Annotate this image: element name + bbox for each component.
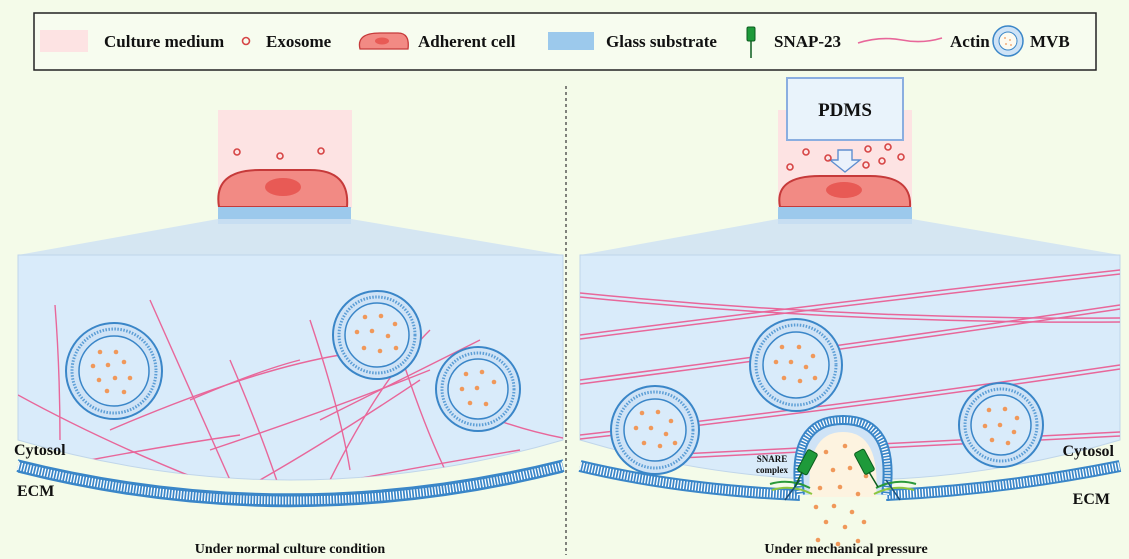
legend-label-exosome: Exosome <box>266 32 332 51</box>
cytosol-label-right: Cytosol <box>1062 443 1114 460</box>
exosome <box>276 152 284 160</box>
legend-label-glass-substrate: Glass substrate <box>606 32 717 51</box>
membrane-outer-right-a <box>578 460 801 501</box>
nucleus-left <box>265 178 301 196</box>
mvb-left-2 <box>332 290 422 380</box>
adherent-cell-icon <box>358 32 409 50</box>
mvb-right-1 <box>749 318 843 412</box>
legend-label-actin: Actin <box>950 32 990 51</box>
legend: Culture medium Exosome Adherent cell Gla… <box>33 12 1097 71</box>
legend-label-mvb: MVB <box>1030 32 1070 51</box>
pdms-label: PDMS <box>818 100 872 121</box>
legend-label-snap23: SNAP-23 <box>774 32 841 51</box>
glass-substrate-swatch <box>548 32 594 50</box>
right-cytosol-zoom: SNARE complex Cytosol ECM Under mechanic… <box>578 254 1122 557</box>
snare-complex-right <box>854 448 917 501</box>
caption-left: Under normal culture condition <box>195 542 386 557</box>
ecm-label-right: ECM <box>1073 491 1110 508</box>
culture-medium-swatch <box>40 30 88 52</box>
mvb-right-2 <box>610 385 700 475</box>
ecm-label-left: ECM <box>17 483 54 500</box>
released-exosome-plume <box>809 432 877 497</box>
snap23-icon <box>746 26 756 58</box>
exosome <box>233 148 241 156</box>
nucleus-right <box>826 182 862 198</box>
legend-label-culture-medium: Culture medium <box>104 32 224 51</box>
mvb-left-1 <box>65 322 163 420</box>
mvb-icon <box>992 25 1024 57</box>
caption-right: Under mechanical pressure <box>764 542 927 557</box>
legend-label-adherent-cell: Adherent cell <box>418 32 516 51</box>
exosome <box>317 147 325 155</box>
right-cell-schematic: PDMS <box>778 77 912 224</box>
left-cell-schematic <box>217 110 352 224</box>
snare-label-line1: SNARE <box>757 454 788 464</box>
membrane-outer-left <box>16 460 565 507</box>
zoom-cone-right <box>580 219 1120 255</box>
pdms-block <box>786 77 904 141</box>
pressure-arrow <box>828 149 862 173</box>
membrane-outer-right-b <box>885 460 1122 501</box>
mvb-right-3 <box>958 382 1044 468</box>
zoom-cone-left <box>18 219 563 255</box>
left-cytosol-zoom: Cytosol ECM Under normal culture conditi… <box>14 254 565 557</box>
actin-icon <box>857 37 943 44</box>
snare-complex-left <box>769 449 818 501</box>
cytosol-label-left: Cytosol <box>14 442 66 459</box>
snare-label-line2: complex <box>756 465 788 475</box>
exosomes-right <box>786 143 905 171</box>
exosome-icon <box>241 36 251 46</box>
mvb-left-3 <box>435 346 521 432</box>
released-exosomes <box>813 443 869 547</box>
